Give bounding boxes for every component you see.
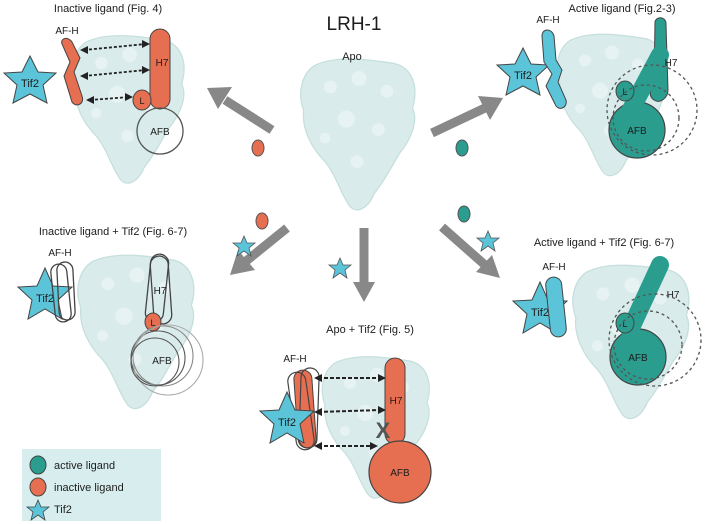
active-dashed-orbits [606, 64, 698, 156]
inactive-tif2-caption: Inactive ligand + Tif2 (Fig. 6-7) [39, 226, 187, 238]
legend-tif2-label: Tif2 [54, 504, 72, 516]
arrow-head-to-inactive-tif2 [230, 250, 255, 275]
apo-tif2-caption: Apo + Tif2 (Fig. 5) [326, 324, 414, 336]
inactive-ligand-icon-2 [255, 212, 269, 230]
inactive-ligand-icon [251, 139, 265, 157]
arrow-head-to-active-tif2 [476, 255, 500, 278]
inactive-tif2-afh-label: AF-H [48, 248, 71, 259]
inactive-tif2-afb-circles [130, 324, 204, 396]
legend-active-icon [29, 455, 47, 475]
panel-inactive-tif2: Inactive ligand + Tif2 (Fig. 6-7) Tif2 A… [16, 226, 204, 410]
active-tif2-caption: Active ligand + Tif2 (Fig. 6-7) [534, 237, 674, 249]
inactive-afh-helix [61, 37, 84, 106]
arrow-head-to-apo-tif2 [353, 282, 375, 302]
active-ligand-icon [455, 139, 469, 157]
apo-tif2-afb-circle [368, 440, 432, 504]
inactive-l-ligand [132, 89, 152, 111]
apo-tif2-x-mark: X [376, 418, 391, 443]
panel-active: Active ligand (Fig.2-3) Tif2 AF-H AFB H7… [495, 3, 698, 177]
arrow-head-to-active [478, 96, 503, 120]
active-tif2-h7-helix [621, 256, 669, 339]
tif2-star-icon-1 [231, 234, 257, 257]
active-tif2-dashed-orbits [608, 293, 702, 387]
apo-tif2-dashed-links [317, 377, 381, 447]
apo-protein-surface [300, 58, 416, 211]
apo-tif2-tif2-label: Tif2 [278, 417, 296, 429]
inactive-h7-helix [149, 28, 171, 110]
inactive-h7-label: H7 [156, 58, 169, 69]
inactive-afb-circle [136, 107, 184, 155]
arrow-to-inactive [222, 96, 275, 134]
inactive-tif2-label: Tif2 [21, 78, 39, 90]
apo-tif2-star [258, 390, 316, 445]
apo-tif2-afh-label: AF-H [283, 354, 306, 365]
active-tif2-h7-label: H7 [667, 290, 680, 301]
inactive-tif2-star [2, 54, 58, 104]
active-tif2-star [495, 46, 551, 96]
arrows-group [207, 87, 503, 302]
inactive-afb-label: AFB [150, 127, 170, 138]
panel-apo-tif2: Apo + Tif2 (Fig. 5) AF-H Tif2 H7 AFB X [258, 324, 432, 504]
active-tif2-l-label: L [622, 319, 627, 329]
tif2-star-icon-3 [475, 229, 501, 252]
active-tif2-panel-tif2-label: Tif2 [531, 307, 549, 319]
apo-tif2-afb-label: AFB [390, 468, 410, 479]
active-afh-helix [541, 29, 567, 109]
figure-title: LRH-1 [327, 14, 382, 35]
apo-tif2-h7-label: H7 [390, 396, 403, 407]
apo-caption: Apo [342, 51, 362, 63]
legend-inactive-label: inactive ligand [54, 482, 124, 494]
active-tif2-afh-helix [545, 276, 567, 338]
panel-inactive: Inactive ligand (Fig. 4) Tif2 AF-H H7 L … [2, 3, 185, 184]
active-tif2-label: Tif2 [514, 70, 532, 82]
inactive-l-label: L [139, 96, 144, 106]
panel-active-tif2: Active ligand + Tif2 (Fig. 6-7) Tif2 AF-… [511, 237, 702, 420]
inactive-afh-label: AF-H [55, 26, 78, 37]
legend-tif2-icon [25, 498, 51, 521]
arrow-to-active [430, 103, 487, 138]
active-ligand-icon-2 [457, 205, 471, 223]
inactive-dashed-links [83, 43, 147, 101]
tif2-star-icon-2 [327, 256, 353, 279]
active-h7-tilt [619, 46, 669, 124]
active-tif2-l-ligand [615, 312, 635, 334]
inactive-tif2-afb-label: AFB [152, 356, 172, 367]
legend-inactive-icon [29, 477, 47, 497]
active-caption: Active ligand (Fig.2-3) [569, 3, 676, 15]
inactive-tif2-afh-outlines [50, 261, 76, 323]
arrow-to-active-tif2 [439, 223, 488, 269]
active-h7-label: H7 [665, 58, 678, 69]
inactive-tif2-l-label: L [150, 318, 155, 328]
active-l-ligand [615, 80, 635, 102]
inactive-tif2-h7-label: H7 [154, 286, 167, 297]
active-afb-label: AFB [627, 126, 647, 137]
active-tif2-afb-label: AFB [628, 353, 648, 364]
inactive-caption: Inactive ligand (Fig. 4) [54, 3, 162, 15]
active-afh-label: AF-H [536, 15, 559, 26]
arrow-to-inactive-tif2 [242, 224, 290, 266]
inactive-tif2-panel-tif2-label: Tif2 [36, 293, 54, 305]
arrow-head-to-inactive [207, 87, 232, 109]
inactive-tif2-protein-surface [77, 254, 195, 410]
active-tif2-afh-label: AF-H [542, 262, 565, 273]
legend-active-label: active ligand [54, 460, 115, 472]
